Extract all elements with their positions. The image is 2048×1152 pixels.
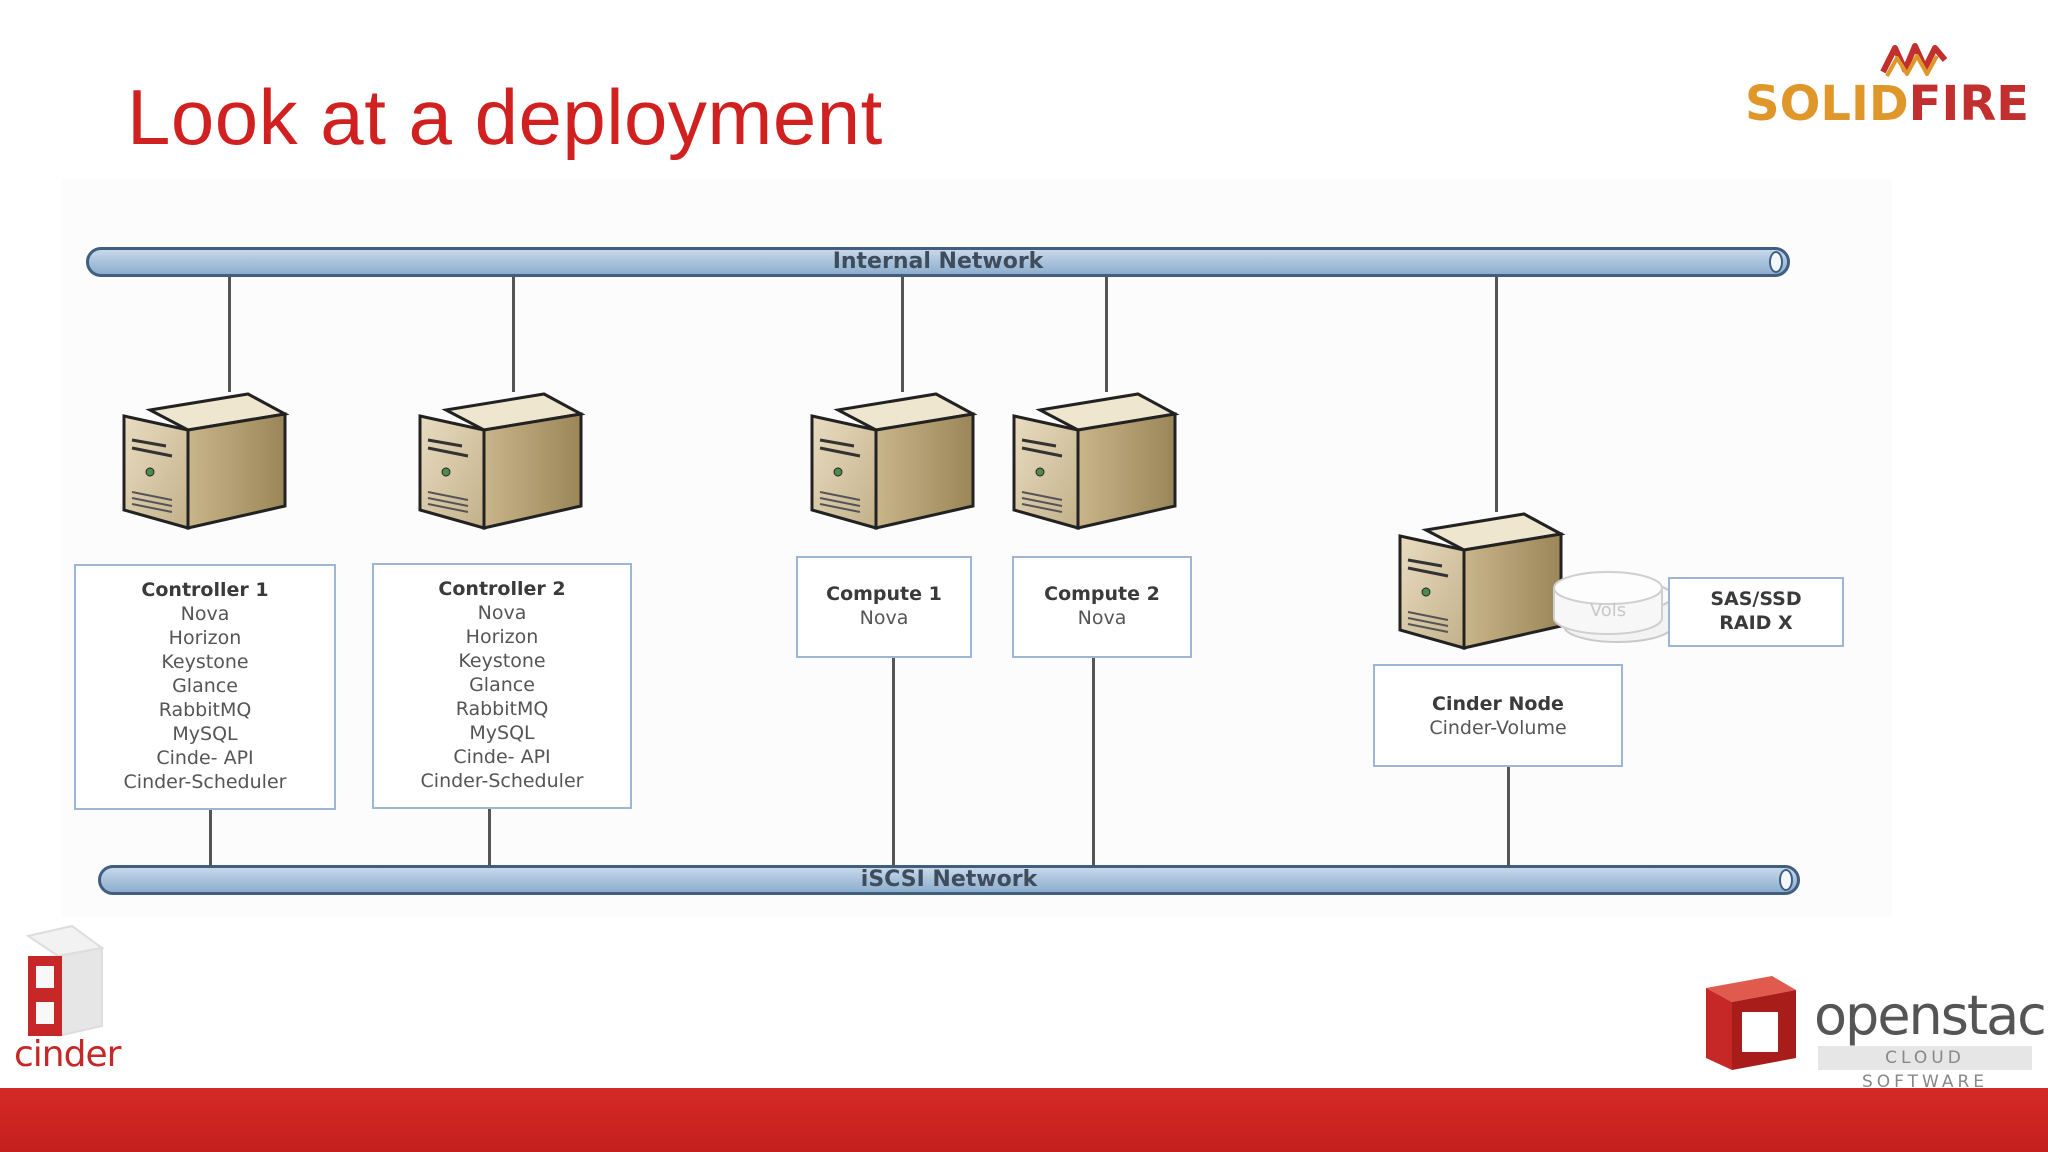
link-cinder-internal — [1495, 277, 1498, 512]
service-label: MySQL — [469, 722, 535, 744]
service-label: Cinde- API — [156, 747, 254, 769]
link-controller2-internal — [512, 277, 515, 392]
link-compute2-iscsi — [1092, 656, 1095, 866]
service-label: Nova — [477, 602, 527, 624]
compute1-server-icon — [808, 388, 978, 538]
footer-bar — [0, 1088, 2048, 1152]
cinder-node-title: Cinder Node — [1432, 693, 1564, 715]
service-label: Horizon — [465, 626, 539, 648]
controller1-server-icon — [120, 388, 290, 538]
service-label: Cinde- API — [453, 746, 551, 768]
link-compute1-internal — [901, 277, 904, 392]
vols-label: Vols — [1589, 600, 1627, 621]
compute1-title: Compute 1 — [826, 583, 942, 605]
link-cinder-iscsi — [1507, 765, 1510, 866]
storage-raid-box: SAS/SSD RAID X — [1668, 577, 1844, 647]
service-label: Cinder-Scheduler — [123, 771, 287, 793]
service-label: Nova — [859, 607, 909, 629]
solidfire-solid-text: SOLID — [1745, 76, 1909, 132]
link-compute2-internal — [1105, 277, 1108, 392]
solidfire-fire-text: FIRE — [1908, 76, 2030, 132]
solidfire-flame-icon — [1880, 43, 1948, 77]
controller1-box: Controller 1 Nova Horizon Keystone Glanc… — [74, 564, 336, 810]
bus-end-cap — [1769, 251, 1783, 273]
volumes-stack: Vols — [1540, 570, 1680, 650]
openstack-cube-icon — [1706, 976, 1796, 1070]
internal-network-bus: Internal Network — [86, 247, 1790, 277]
link-controller1-iscsi — [209, 808, 212, 866]
link-controller2-iscsi — [488, 808, 491, 866]
cinder-node-box: Cinder Node Cinder-Volume — [1373, 664, 1623, 767]
diagram-area — [62, 178, 1892, 918]
openstack-logo: openstack CLOUD SOFTWARE — [1692, 966, 2048, 1092]
iscsi-network-bus: iSCSI Network — [98, 865, 1800, 895]
cinder-logo: cinder — [12, 918, 132, 1078]
service-label: RabbitMQ — [158, 699, 252, 721]
compute2-box: Compute 2 Nova — [1012, 556, 1192, 658]
compute2-server-icon — [1010, 388, 1180, 538]
iscsi-network-label: iSCSI Network — [860, 867, 1038, 892]
compute2-title: Compute 2 — [1044, 583, 1160, 605]
controller2-server-icon — [416, 388, 586, 538]
service-label: Horizon — [168, 627, 242, 649]
cinder-block-icon — [25, 924, 105, 1038]
link-controller1-internal — [228, 277, 231, 392]
cinder-logo-text: cinder — [14, 1034, 121, 1075]
controller2-box: Controller 2 Nova Horizon Keystone Glanc… — [372, 563, 632, 809]
compute1-box: Compute 1 Nova — [796, 556, 972, 658]
service-label: MySQL — [172, 723, 238, 745]
link-compute1-iscsi — [892, 656, 895, 866]
openstack-wordmark: openstack — [1814, 984, 2048, 1047]
service-label: RabbitMQ — [455, 698, 549, 720]
disk-stack-icon — [1553, 571, 1673, 643]
service-label: Nova — [180, 603, 230, 625]
controller2-title: Controller 2 — [438, 578, 566, 600]
internal-network-label: Internal Network — [832, 249, 1044, 274]
bus-end-cap — [1779, 869, 1793, 891]
openstack-subtitle: CLOUD SOFTWARE — [1818, 1046, 2032, 1092]
service-label: Glance — [172, 675, 238, 697]
service-label: Keystone — [458, 650, 546, 672]
service-label: Cinder-Scheduler — [420, 770, 584, 792]
service-label: Glance — [469, 674, 535, 696]
storage-line2: RAID X — [1719, 612, 1793, 634]
storage-line1: SAS/SSD — [1710, 588, 1802, 610]
solidfire-logo: SOLIDFIRE — [1745, 40, 2029, 132]
service-label: Cinder-Volume — [1429, 717, 1567, 739]
slide-title: Look at a deployment — [127, 73, 883, 161]
controller1-title: Controller 1 — [141, 579, 269, 601]
service-label: Nova — [1077, 607, 1127, 629]
service-label: Keystone — [161, 651, 249, 673]
